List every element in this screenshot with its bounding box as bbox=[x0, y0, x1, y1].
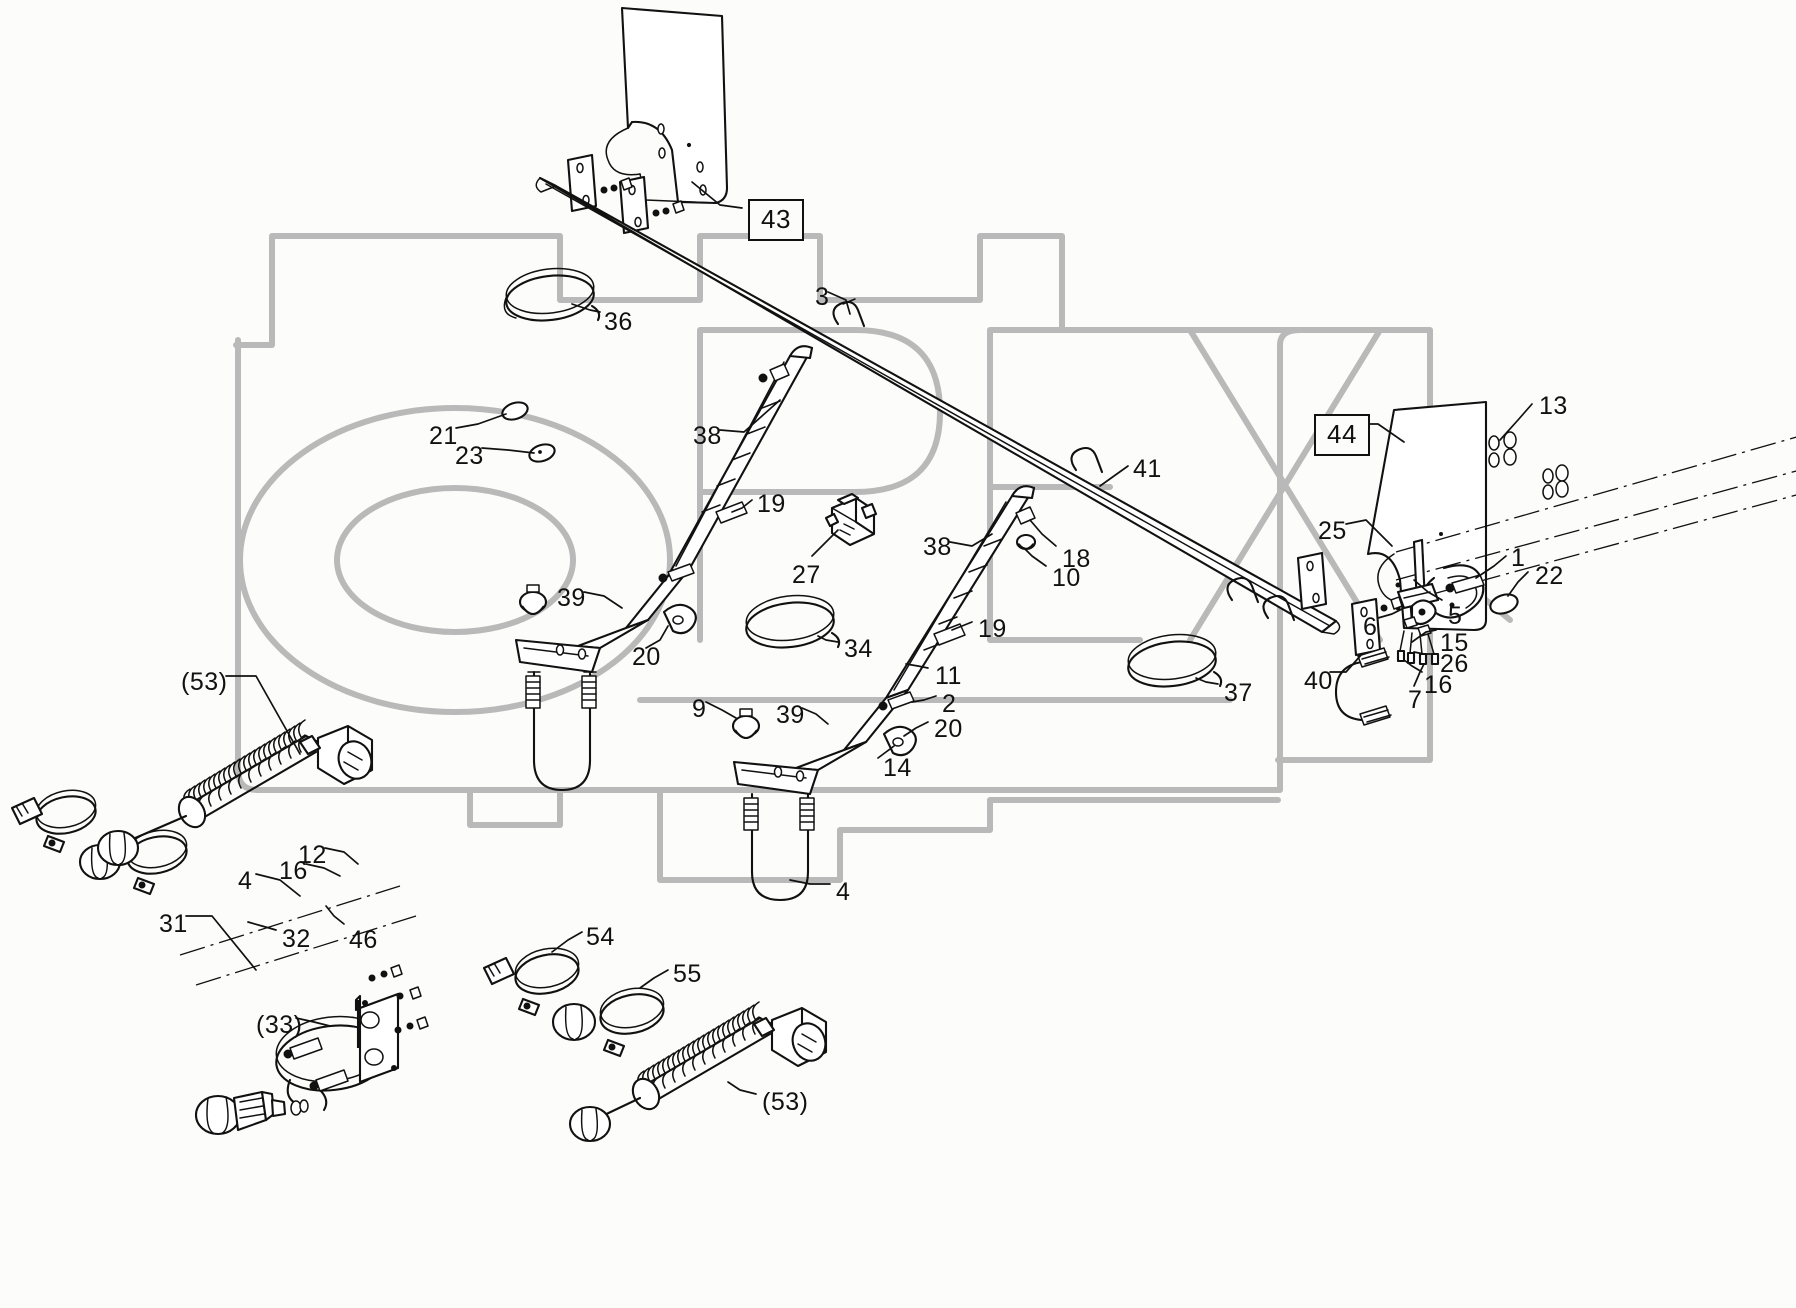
callout-38: 38 bbox=[693, 422, 722, 450]
callout-1: 1 bbox=[1511, 544, 1526, 572]
u-bolt-right bbox=[1334, 647, 1392, 726]
callout-41: 41 bbox=[1133, 455, 1162, 483]
callout-2: 2 bbox=[942, 690, 957, 718]
callout-53: (53) bbox=[181, 668, 228, 696]
part-55-harness-bottom bbox=[551, 987, 665, 1058]
part-23-cap bbox=[528, 443, 556, 463]
callout-44: 44 bbox=[1314, 414, 1370, 456]
callout-26: 26 bbox=[1440, 650, 1469, 678]
part-53-coiled-cable-bottom bbox=[568, 1001, 828, 1143]
callout-21: 21 bbox=[429, 422, 458, 450]
part-41-main-tube bbox=[535, 176, 1341, 635]
part-55-harness-left bbox=[78, 829, 188, 896]
callout-16: 16 bbox=[279, 857, 308, 885]
part-31-connector bbox=[194, 1090, 309, 1136]
callout-16: 16 bbox=[1424, 671, 1453, 699]
part-22-cap bbox=[1489, 593, 1519, 615]
callout-32: 32 bbox=[282, 925, 311, 953]
part-38-arm-right bbox=[731, 485, 1037, 902]
callout-20: 20 bbox=[632, 643, 661, 671]
callout-7: 7 bbox=[1408, 686, 1423, 714]
callout-22: 22 bbox=[1535, 562, 1564, 590]
callout-18: 18 bbox=[1062, 545, 1091, 573]
callout-54: 54 bbox=[586, 923, 615, 951]
callout-4: 4 bbox=[836, 878, 851, 906]
part-46-socket-plate bbox=[179, 885, 429, 1092]
callout-39: 39 bbox=[557, 584, 586, 612]
part-53-coiled-cable-left bbox=[96, 719, 374, 867]
callout-40: 40 bbox=[1304, 667, 1333, 695]
callout-15: 15 bbox=[1440, 629, 1469, 657]
callout-27: 27 bbox=[792, 561, 821, 589]
callout-12: 12 bbox=[298, 841, 327, 869]
callout-9: 9 bbox=[692, 695, 707, 723]
callout-33: (33) bbox=[256, 1011, 303, 1039]
part-38-arm-left bbox=[514, 345, 814, 792]
callout-23: 23 bbox=[455, 442, 484, 470]
callout-53: (53) bbox=[762, 1088, 809, 1116]
callout-13: 13 bbox=[1539, 392, 1568, 420]
leader-lines bbox=[185, 181, 1533, 1095]
callout-34: 34 bbox=[844, 635, 873, 663]
callout-14: 14 bbox=[883, 754, 912, 782]
part-37-coiled-cable bbox=[1127, 633, 1223, 688]
part-44-sign-plate bbox=[1296, 400, 1796, 666]
tube-clips bbox=[1070, 446, 1296, 622]
callout-39: 39 bbox=[776, 701, 805, 729]
part-43-sign-plate bbox=[566, 6, 729, 235]
callout-46: 46 bbox=[349, 926, 378, 954]
callout-4: 4 bbox=[238, 867, 253, 895]
part-3-clip bbox=[832, 298, 866, 328]
callout-19: 19 bbox=[978, 615, 1007, 643]
part-36-coiled-cable bbox=[503, 267, 601, 322]
callout-31: 31 bbox=[159, 910, 188, 938]
callout-37: 37 bbox=[1224, 679, 1253, 707]
callout-10: 10 bbox=[1052, 564, 1081, 592]
callout-19: 19 bbox=[757, 490, 786, 518]
callout-25: 25 bbox=[1318, 517, 1347, 545]
fastener-13-set bbox=[1488, 431, 1569, 500]
callout-43: 43 bbox=[748, 199, 804, 241]
callout-11: 11 bbox=[935, 662, 962, 690]
part-54-harness-bottom bbox=[482, 947, 580, 1017]
callout-36: 36 bbox=[604, 308, 633, 336]
part-27-junction-box bbox=[824, 492, 878, 547]
callout-5: 5 bbox=[1448, 602, 1463, 630]
part-34-coiled-cable bbox=[745, 594, 841, 649]
callout-3: 3 bbox=[815, 283, 830, 311]
part-54-harness-left bbox=[10, 789, 97, 854]
callout-55: 55 bbox=[673, 960, 702, 988]
callout-20: 20 bbox=[934, 715, 963, 743]
callout-38: 38 bbox=[923, 533, 952, 561]
callout-6: 6 bbox=[1363, 613, 1378, 641]
